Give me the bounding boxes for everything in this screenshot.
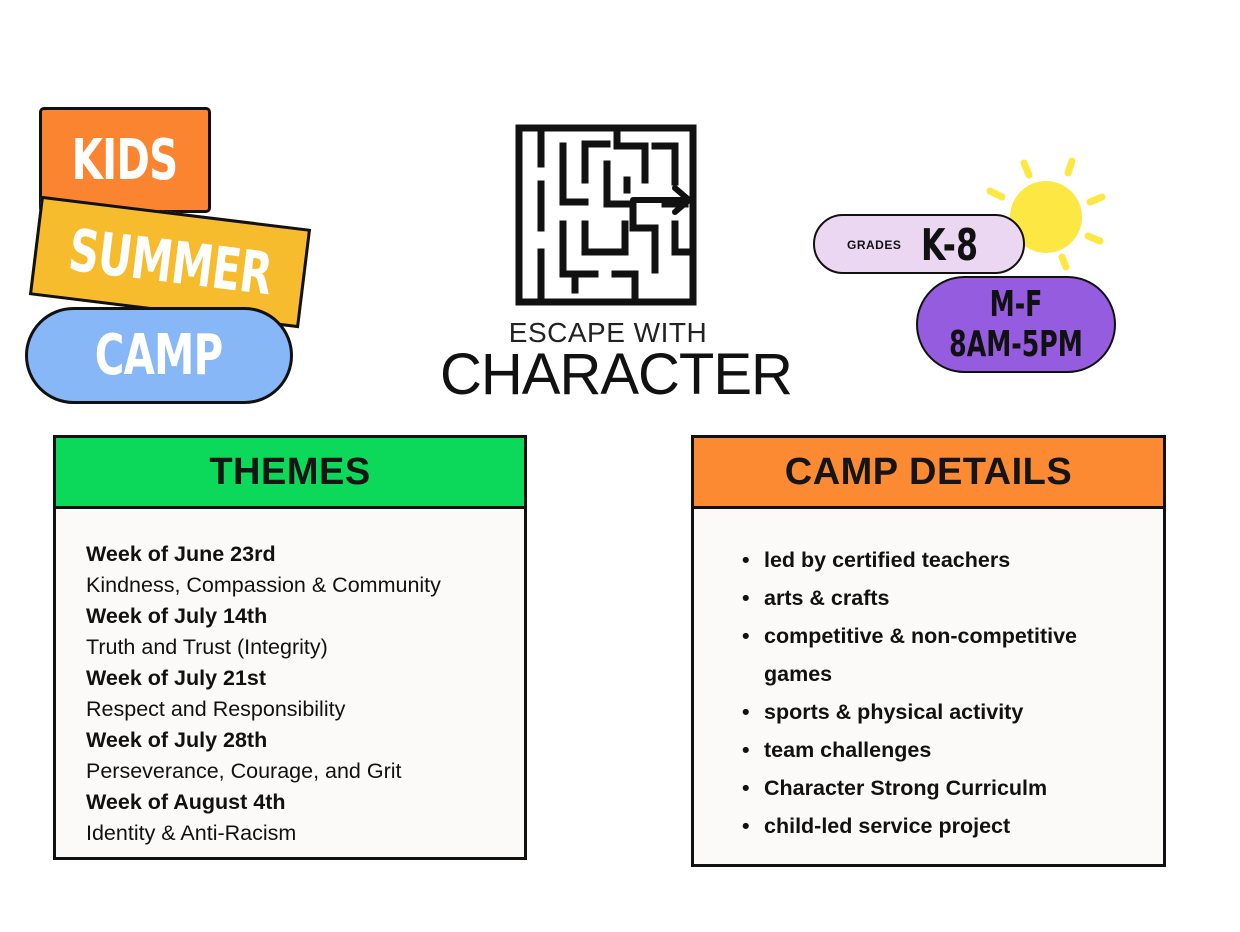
camp-badge: CAMP <box>25 307 293 404</box>
list-item: child-led service project <box>742 807 1114 845</box>
logo-tagline-bottom: CHARACTER <box>440 342 793 407</box>
hours-pill: M-F 8AM-5PM <box>916 276 1116 373</box>
camp-details-list: led by certified teachers arts & crafts … <box>694 509 1163 845</box>
theme-name: Kindness, Compassion & Community <box>86 573 441 597</box>
theme-week: Week of July 28th <box>86 728 268 752</box>
list-item: sports & physical activity <box>742 693 1114 731</box>
list-item: team challenges <box>742 731 1114 769</box>
theme-week: Week of July 14th <box>86 604 268 628</box>
kids-badge: KIDS <box>39 107 211 213</box>
themes-box: THEMES Week of June 23rd Kindness, Compa… <box>53 435 527 860</box>
logo-tagline-top: ESCAPE WITH <box>508 317 708 348</box>
theme-name: Perseverance, Courage, and Grit <box>86 759 402 783</box>
grades-pill: GRADES K-8 <box>813 214 1025 274</box>
kids-label: KIDS <box>72 127 179 193</box>
camp-details-title: CAMP DETAILS <box>694 438 1163 509</box>
summer-label: SUMMER <box>64 215 276 309</box>
hours-time: 8AM-5PM <box>949 324 1083 365</box>
theme-week: Week of June 23rd <box>86 542 276 566</box>
theme-name: Truth and Trust (Integrity) <box>86 635 328 659</box>
list-item: arts & crafts <box>742 579 1114 617</box>
list-item: led by certified teachers <box>742 541 1114 579</box>
hours-days: M-F <box>989 284 1043 325</box>
list-item: competitive & non-competitive games <box>742 617 1114 693</box>
camp-label: CAMP <box>95 323 223 388</box>
grades-value: K-8 <box>921 220 978 271</box>
theme-week: Week of July 21st <box>86 666 267 690</box>
grades-label: GRADES <box>847 238 902 252</box>
themes-title: THEMES <box>56 438 524 509</box>
themes-list: Week of June 23rd Kindness, Compassion &… <box>56 509 524 849</box>
theme-week: Week of August 4th <box>86 790 286 814</box>
list-item: Character Strong Curriculm <box>742 769 1114 807</box>
theme-name: Identity & Anti-Racism <box>86 821 297 845</box>
theme-name: Respect and Responsibility <box>86 697 346 721</box>
camp-details-box: CAMP DETAILS led by certified teachers a… <box>691 435 1166 867</box>
maze-icon <box>515 124 697 306</box>
